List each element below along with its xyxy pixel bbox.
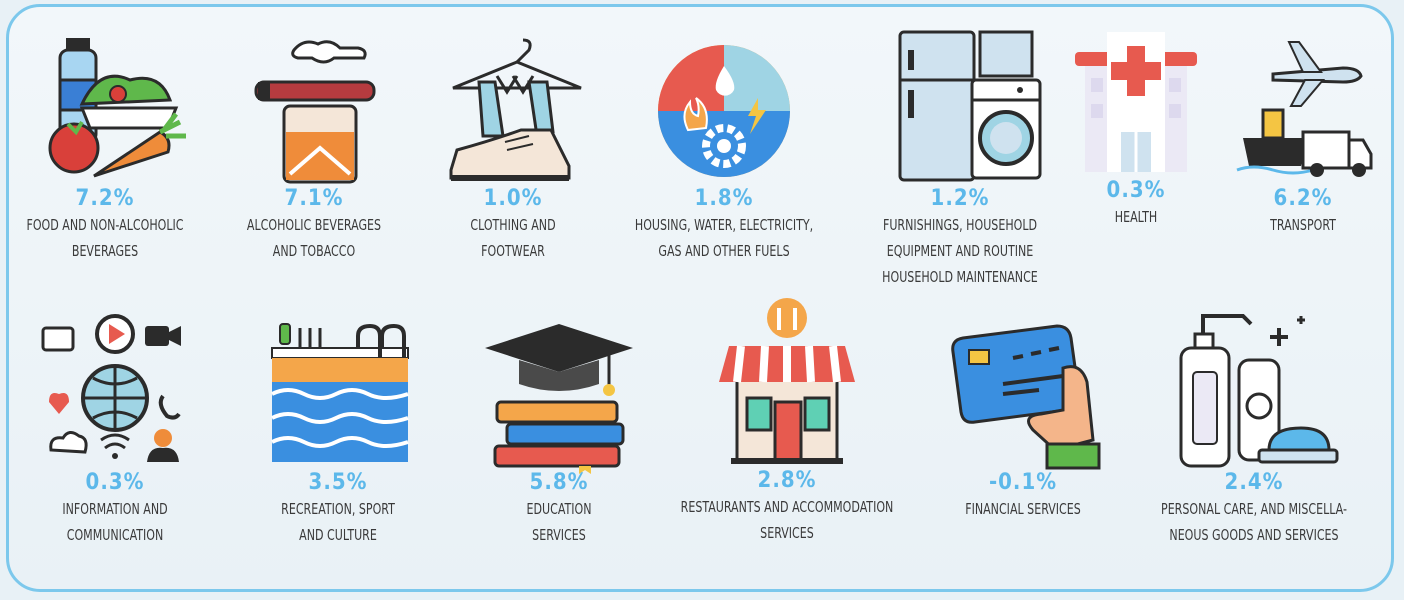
label-line: SERVICES: [760, 524, 814, 542]
category-recreation: 3.5% RECREATION, SPORT AND CULTURE: [248, 318, 428, 548]
label-line: HOUSEHOLD MAINTENANCE: [882, 268, 1038, 286]
value: 3.5%: [308, 470, 368, 495]
communication-icon: [41, 314, 181, 462]
category-personal-care: 2.4% PERSONAL CARE, AND MISCELLA- NEOUS …: [1124, 310, 1384, 548]
label-line: FINANCIAL SERVICES: [965, 500, 1081, 518]
value: 5.8%: [529, 470, 589, 495]
label-line: RESTAURANTS AND ACCOMMODATION: [680, 498, 894, 516]
label-line: EQUIPMENT AND ROUTINE: [886, 242, 1034, 260]
value: 0.3%: [85, 470, 145, 495]
label-line: COMMUNICATION: [66, 526, 164, 544]
alcohol-tobacco-icon: [254, 40, 376, 184]
value: 7.2%: [75, 186, 135, 211]
food-icon: [48, 38, 186, 178]
value: 1.0%: [483, 186, 543, 211]
category-education: 5.8% EDUCATION SERVICES: [474, 322, 644, 548]
label-line: AND TOBACCO: [272, 242, 356, 260]
label-line: INFORMATION AND: [62, 500, 168, 518]
label-line: BEVERAGES: [71, 242, 139, 260]
label-line: TRANSPORT: [1270, 216, 1336, 234]
restaurant-icon: [719, 298, 855, 464]
label-line: FURNISHINGS, HOUSEHOLD: [882, 216, 1038, 234]
label-line: AND CULTURE: [299, 526, 377, 544]
category-transport: 6.2% TRANSPORT: [1228, 36, 1378, 238]
furnishings-icon: [898, 30, 1042, 182]
hospital-icon: [1075, 32, 1197, 172]
label-line: EDUCATION: [526, 500, 592, 518]
category-furnishings: 1.2% FURNISHINGS, HOUSEHOLD EQUIPMENT AN…: [852, 30, 1068, 290]
value: 1.8%: [694, 186, 754, 211]
value: 0.3%: [1106, 178, 1166, 203]
category-health: 0.3% HEALTH: [1056, 22, 1216, 230]
transport-icon: [1236, 41, 1373, 177]
label-line: RECREATION, SPORT: [281, 500, 395, 518]
clothing-icon: [449, 38, 582, 181]
value: 2.4%: [1224, 470, 1284, 495]
label-line: CLOTHING AND: [470, 216, 556, 234]
label-line: PERSONAL CARE, AND MISCELLA-: [1161, 500, 1347, 518]
personal-care-icon: [1179, 314, 1339, 468]
label-line: HOUSING, WATER, ELECTRICITY,: [634, 216, 814, 234]
category-alcohol-tobacco: 7.1% ALCOHOLIC BEVERAGES AND TOBACCO: [214, 36, 414, 264]
category-clothing: 1.0% CLOTHING AND FOOTWEAR: [418, 36, 608, 264]
education-icon: [485, 324, 633, 474]
housing-utilities-icon: [658, 45, 790, 177]
label-line: FOOD AND NON-ALCOHOLIC: [26, 216, 184, 234]
value: 1.2%: [930, 186, 990, 211]
category-restaurant: 2.8% RESTAURANTS AND ACCOMMODATION SERVI…: [642, 298, 932, 546]
label-line: SERVICES: [532, 526, 586, 544]
value: 2.8%: [757, 468, 817, 493]
category-food: 7.2% FOOD AND NON-ALCOHOLIC BEVERAGES: [0, 36, 210, 264]
label-line: FOOTWEAR: [481, 242, 545, 260]
category-financial: -0.1% FINANCIAL SERVICES: [938, 320, 1108, 522]
label-line: ALCOHOLIC BEVERAGES: [246, 216, 382, 234]
category-housing-utilities: 1.8% HOUSING, WATER, ELECTRICITY, GAS AN…: [604, 36, 844, 264]
category-communication: 0.3% INFORMATION AND COMMUNICATION: [30, 310, 200, 548]
label-line: GAS AND OTHER FUELS: [658, 242, 790, 260]
value: 7.1%: [284, 186, 344, 211]
label-line: HEALTH: [1114, 208, 1158, 226]
credit-card-icon: [951, 324, 1101, 470]
pool-icon: [271, 323, 409, 462]
label-line: NEOUS GOODS AND SERVICES: [1169, 526, 1339, 544]
value: 6.2%: [1273, 186, 1333, 211]
value: -0.1%: [988, 470, 1058, 495]
